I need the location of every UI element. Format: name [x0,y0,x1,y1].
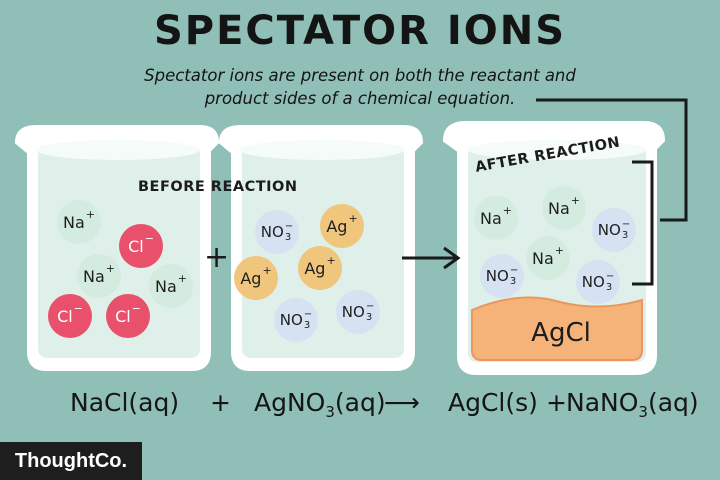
reaction-arrow [402,246,461,270]
ion-no3: NO−3 [255,210,299,254]
agcl-precipitate [471,296,643,361]
ion-cl: Cl− [48,294,92,338]
ion-no3: NO−3 [274,298,318,342]
equation-arrow: ⟶ [384,388,420,417]
ion-na: Na+ [77,254,121,298]
ion-na: Na+ [526,236,570,280]
spectator-bracket [632,160,654,286]
ion-na: Na+ [542,186,586,230]
page-title: SPECTATOR IONS [153,8,567,54]
ion-no3: NO−3 [336,290,380,334]
ion-ag: Ag+ [298,246,342,290]
ion-cl: Cl− [119,224,163,268]
ion-na: Na+ [57,200,101,244]
subtitle-line-2: product sides of a chemical equation. [204,89,516,108]
callout-line [536,98,688,222]
equation-product-1: AgCl(s) [448,388,538,417]
subtitle-line-1: Spectator ions are present on both the r… [144,66,576,85]
ion-na: Na+ [149,264,193,308]
before-reaction-label: BEFORE REACTION [138,179,298,195]
ion-no3: NO−3 [576,260,620,304]
plus-sign: + [204,240,230,275]
chemical-equation: NaCl(aq) + AgNO3(aq) ⟶ AgCl(s) + NaNO3(a… [0,388,720,424]
thoughtco-logo: ThoughtCo. [0,442,142,480]
ion-cl: Cl− [106,294,150,338]
ion-ag: Ag+ [234,256,278,300]
equation-reactant-2: AgNO3(aq) [254,388,386,421]
subtitle: Spectator ions are present on both the r… [100,64,620,110]
ion-ag: Ag+ [320,204,364,248]
equation-plus-2: + [546,388,567,417]
agcl-precipitate-label: AgCl [531,318,591,348]
equation-plus-1: + [210,388,231,417]
ion-na: Na+ [474,196,518,240]
equation-product-2: NaNO3(aq) [566,388,699,421]
ion-no3: NO−3 [592,208,636,252]
ion-no3: NO−3 [480,254,524,298]
equation-reactant-1: NaCl(aq) [70,388,180,417]
